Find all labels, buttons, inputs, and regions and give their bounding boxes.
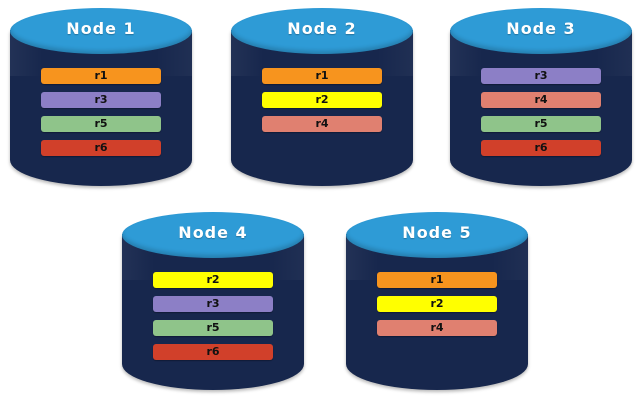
replica-bar[interactable]: r5 xyxy=(41,116,161,132)
cylinder-top-ellipse xyxy=(10,8,192,54)
database-cylinder-node-4[interactable]: Node 4 r2 r3 r5 r6 xyxy=(122,212,304,390)
replica-list: r3 r4 r5 r6 xyxy=(481,68,601,164)
cylinder-top-ellipse xyxy=(231,8,413,54)
replica-list: r2 r3 r5 r6 xyxy=(153,272,273,368)
replica-bar[interactable]: r1 xyxy=(262,68,382,84)
cylinder-top-ellipse xyxy=(346,212,528,258)
replica-list: r1 r2 r4 xyxy=(377,272,497,344)
replica-bar[interactable]: r4 xyxy=(481,92,601,108)
node-label: Node 2 xyxy=(287,19,357,38)
replica-bar[interactable]: r2 xyxy=(377,296,497,312)
database-cylinder-node-1[interactable]: Node 1 r1 r3 r5 r6 xyxy=(10,8,192,186)
replica-bar[interactable]: r1 xyxy=(41,68,161,84)
node-label: Node 4 xyxy=(178,223,248,242)
replica-bar[interactable]: r6 xyxy=(481,140,601,156)
cylinder-top-ellipse xyxy=(450,8,632,54)
replica-bar[interactable]: r5 xyxy=(481,116,601,132)
node-label: Node 1 xyxy=(66,19,136,38)
database-cylinder-node-3[interactable]: Node 3 r3 r4 r5 r6 xyxy=(450,8,632,186)
replica-bar[interactable]: r2 xyxy=(153,272,273,288)
replica-bar[interactable]: r6 xyxy=(153,344,273,360)
replica-bar[interactable]: r5 xyxy=(153,320,273,336)
database-cylinder-node-2[interactable]: Node 2 r1 r2 r4 xyxy=(231,8,413,186)
replica-bar[interactable]: r1 xyxy=(377,272,497,288)
cylinder-top-ellipse xyxy=(122,212,304,258)
replica-bar[interactable]: r4 xyxy=(262,116,382,132)
replica-bar[interactable]: r3 xyxy=(41,92,161,108)
replica-bar[interactable]: r6 xyxy=(41,140,161,156)
database-cylinder-node-5[interactable]: Node 5 r1 r2 r4 xyxy=(346,212,528,390)
node-label: Node 5 xyxy=(402,223,472,242)
replica-bar[interactable]: r2 xyxy=(262,92,382,108)
replica-bar[interactable]: r3 xyxy=(481,68,601,84)
node-label: Node 3 xyxy=(506,19,576,38)
replica-list: r1 r2 r4 xyxy=(262,68,382,140)
replica-bar[interactable]: r3 xyxy=(153,296,273,312)
replica-list: r1 r3 r5 r6 xyxy=(41,68,161,164)
replica-bar[interactable]: r4 xyxy=(377,320,497,336)
